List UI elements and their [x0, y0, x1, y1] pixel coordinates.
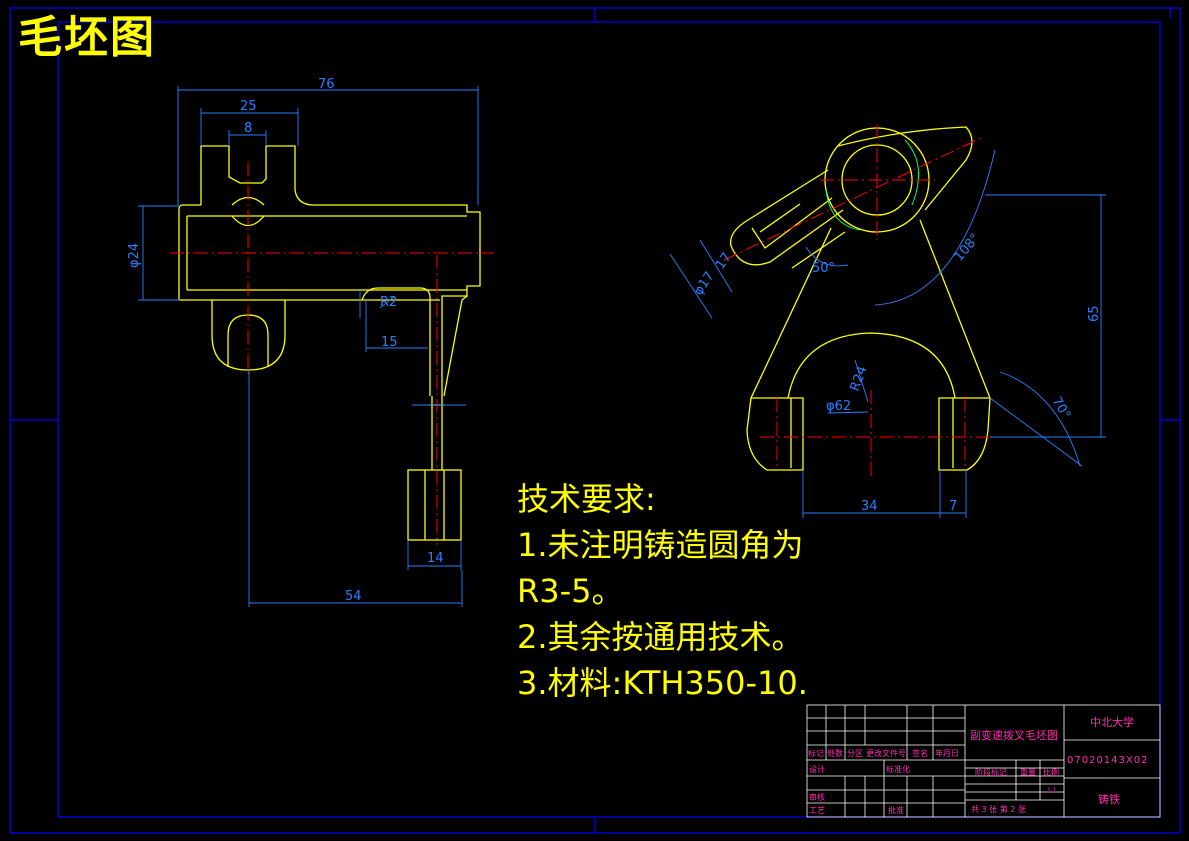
side-view-arc-detail [825, 139, 920, 231]
tech-item-1: 1.未注明铸造圆角为 [517, 526, 804, 564]
title-block-lines [806, 704, 1161, 818]
tech-requirements: 技术要求: 1.未注明铸造圆角为 R3-5。 2.其余按通用技术。 3.材料:K… [517, 476, 808, 706]
dim-34: 34 [861, 499, 878, 514]
front-view-outline [178, 145, 481, 541]
tb-part-name: 副变速拨叉毛坯图 [970, 728, 1058, 742]
drawing-title: 毛坯图 [18, 12, 156, 63]
dim-17: 17 [713, 250, 735, 272]
dim-r2: R2 [380, 295, 397, 310]
tb-standardize: 标准化 [886, 764, 910, 774]
tb-weight: 重量 [1020, 767, 1036, 777]
tb-sheets: 共 3 张 第 2 张 [971, 804, 1026, 814]
dim-108deg: 108° [952, 231, 984, 265]
dim-54: 54 [345, 589, 362, 604]
tb-review: 审核 [809, 792, 825, 802]
drawing-frame [9, 7, 1181, 834]
dim-15: 15 [381, 335, 398, 350]
tb-design: 设计 [809, 764, 825, 774]
tech-item-1-cont: R3-5。 [517, 572, 624, 610]
dim-r24: R24 [848, 364, 871, 393]
tb-material: 铸铁 [1098, 792, 1120, 806]
dim-phi62: φ62 [826, 399, 851, 414]
dim-25: 25 [240, 99, 257, 114]
tb-scale-value: 1:1 [1047, 787, 1057, 794]
side-view-outline [729, 126, 991, 471]
front-view-centerlines [170, 162, 494, 545]
front-view-dimensions [138, 86, 479, 607]
tb-stage-mark: 阶段标记 [975, 767, 1007, 777]
tb-header-date: 年月日 [935, 748, 959, 758]
front-view-dimension-labels: 76 25 8 φ24 R2 15 14 54 [127, 77, 444, 604]
side-view-dimension-labels: 17 φ17 50° 108° 65 R24 φ62 70° 34 7 [691, 231, 1102, 514]
dim-8: 8 [244, 121, 252, 136]
side-view-centerlines [723, 125, 990, 480]
title-block-text: 标记 处数 分区 更改文件号 签名 年月日 设计 标准化 审核 工艺 批准 副变… [808, 715, 1148, 815]
dim-14: 14 [427, 551, 444, 566]
tech-item-3: 3.材料:KTH350-10. [517, 664, 808, 702]
tb-process: 工艺 [809, 806, 825, 815]
dim-70deg: 70° [1049, 395, 1074, 422]
dim-76: 76 [318, 77, 335, 92]
dim-65: 65 [1087, 305, 1102, 322]
tb-header-count: 处数 [827, 748, 843, 758]
tb-scale: 比例 [1043, 767, 1059, 777]
tech-heading: 技术要求: [517, 480, 656, 518]
dim-7: 7 [949, 499, 957, 514]
tb-header-sign: 签名 [912, 748, 928, 758]
side-view-dimensions [669, 149, 1106, 518]
tb-drawing-number: 07020143X02 [1067, 755, 1148, 766]
tb-header-zone: 分区 [847, 749, 863, 758]
tb-approve: 批准 [888, 805, 904, 815]
tb-header-change-doc: 更改文件号 [866, 748, 906, 758]
tb-header-mark: 标记 [808, 748, 824, 758]
dim-phi17: φ17 [691, 269, 718, 298]
tb-school: 中北大学 [1090, 715, 1134, 729]
tech-item-2: 2.其余按通用技术。 [517, 618, 804, 656]
dim-50deg: 50° [812, 261, 835, 276]
dim-phi24: φ24 [127, 243, 142, 268]
